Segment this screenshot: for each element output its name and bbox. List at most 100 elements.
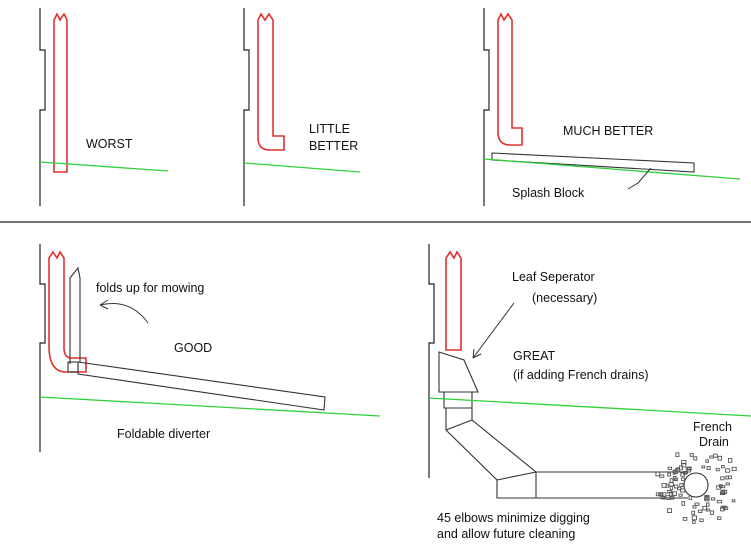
label-worst: WORST: [86, 137, 133, 151]
gravel-stone: [704, 494, 710, 500]
gravel-stone: [727, 475, 733, 480]
gravel-stone: [721, 465, 725, 469]
label-much-better: MUCH BETTER: [563, 124, 653, 138]
gravel-stone: [682, 517, 688, 521]
label-little: LITTLE: [309, 122, 350, 136]
gravel-stone: [677, 486, 682, 491]
gravel-stone: [680, 472, 686, 477]
gravel-stone: [728, 457, 733, 463]
gravel-stone: [685, 467, 691, 471]
gravel-stone: [692, 520, 696, 524]
gravel-stone: [669, 485, 674, 491]
gravel-stone: [667, 466, 673, 470]
gravel-stone: [688, 495, 693, 501]
gravel-stone: [667, 472, 671, 477]
gravel-stone: [710, 497, 716, 501]
label-good: GOOD: [174, 341, 212, 355]
gravel-stone: [661, 483, 667, 488]
label-french-drains: (if adding French drains): [513, 368, 648, 382]
gravel-stone: [689, 453, 694, 457]
drain-pipe-outer: [445, 408, 688, 499]
gravel-stone: [720, 476, 725, 481]
gravel-stone: [667, 508, 673, 513]
drain-pipe-inner: [471, 408, 688, 473]
panel-little-better: LITTLE BETTER: [243, 8, 361, 206]
house-wall: [243, 8, 250, 206]
downspout: [445, 250, 462, 351]
gravel-stone: [717, 516, 722, 520]
gravel-stone: [691, 510, 696, 516]
gravel-stone: [731, 499, 736, 503]
panel-great: Leaf Seperator (necessary) GREAT (if add…: [428, 244, 751, 541]
ground-line: [428, 397, 751, 417]
label-foldable-diverter: Foldable diverter: [117, 427, 210, 441]
fold-arrow-head: [99, 299, 109, 310]
ground-line: [39, 396, 381, 417]
gravel-stone: [720, 506, 725, 512]
splash-block-pointer: [627, 167, 652, 190]
gravel-stone: [668, 482, 674, 487]
panel-worst: WORST: [39, 8, 169, 206]
gravel-stone: [725, 482, 730, 486]
foldable-diverter: [77, 361, 326, 411]
gravel-stone: [665, 495, 671, 500]
gravel-stone: [705, 502, 710, 507]
gravel-stone: [699, 518, 704, 522]
gravel-stone: [674, 484, 679, 489]
gravel-stone: [693, 456, 698, 461]
gravel-stone: [673, 477, 678, 482]
gravel-stone: [659, 493, 664, 497]
downspout-elbow: [48, 250, 87, 373]
gravel-stone: [659, 474, 665, 478]
ground-line: [39, 161, 169, 172]
gravel-stone: [694, 502, 700, 506]
gravel-stone: [672, 491, 677, 496]
gravel-stone: [731, 466, 737, 472]
gravel-stone: [713, 453, 718, 458]
gravel-stone: [702, 505, 708, 511]
label-elbows-line1: 45 elbows minimize digging: [437, 511, 590, 525]
panel-much-better: MUCH BETTER Splash Block: [483, 8, 741, 206]
label-leaf-separator: Leaf Seperator: [512, 270, 595, 284]
french-drain-pipe: [683, 472, 709, 498]
gravel-stone: [678, 493, 683, 497]
gravel-stone: [705, 508, 710, 512]
house-wall: [483, 8, 490, 206]
gravel-stone: [686, 469, 692, 473]
gravel-stone: [705, 459, 709, 463]
gravel-stone: [678, 465, 683, 471]
gravel-stone: [675, 452, 680, 457]
gravel-stone: [666, 490, 673, 494]
gravel-stone: [681, 500, 686, 506]
gravel-stone: [669, 478, 674, 483]
leaf-separator: [438, 351, 479, 393]
downspout-elbow: [257, 12, 285, 151]
gravel-stone: [681, 477, 686, 482]
ground-line: [243, 162, 361, 173]
ground-line: [483, 158, 741, 180]
label-folds-up: folds up for mowing: [96, 281, 204, 295]
gravel-stone: [679, 483, 684, 488]
gravel-stone: [701, 465, 706, 469]
label-french: French: [693, 420, 732, 434]
house-wall: [39, 8, 46, 206]
panel-good: folds up for mowing GOOD Foldable divert…: [39, 244, 381, 452]
house-wall: [428, 244, 435, 478]
splash-block: [491, 152, 695, 173]
gravel-stone: [691, 515, 697, 521]
gravel-stone: [717, 455, 723, 461]
gravel-stone: [672, 469, 677, 475]
gravel-stone: [716, 499, 723, 504]
gravel-stone: [681, 462, 687, 468]
diverter-folded-outline: [69, 266, 81, 364]
gravel-stone: [720, 485, 726, 489]
label-better: BETTER: [309, 139, 358, 153]
house-wall: [39, 244, 46, 452]
label-splash-block: Splash Block: [512, 186, 585, 200]
gravel-stone: [679, 488, 686, 493]
gravel-stone: [697, 509, 703, 513]
gravel-stone: [715, 467, 720, 472]
fold-arrow: [99, 303, 149, 324]
pipe-joint: [496, 471, 537, 481]
